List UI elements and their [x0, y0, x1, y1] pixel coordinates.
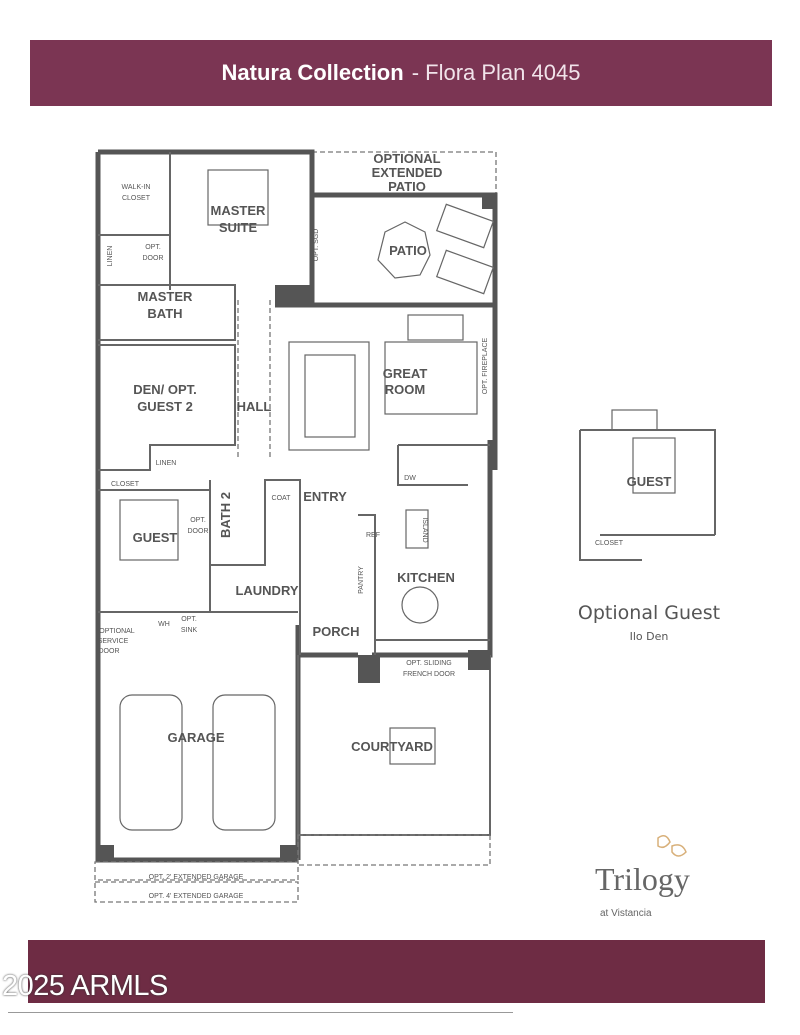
extended-courtyard-outline	[297, 834, 491, 866]
wall-column	[98, 845, 114, 860]
wall-column	[482, 195, 496, 209]
title-banner: Natura Collection - Flora Plan 4045	[30, 40, 772, 106]
label-linen: LINEN	[107, 246, 114, 267]
extended-garage-2-outline	[94, 861, 299, 881]
optional-guest-bed	[632, 437, 676, 494]
room-label-great-room: ROOM	[385, 382, 425, 397]
room-label-guest: GUEST	[133, 530, 178, 545]
room-label-laundry: LAUNDRY	[235, 583, 298, 598]
room-label-great-room: GREAT	[383, 366, 428, 381]
label-french-door: FRENCH DOOR	[403, 671, 455, 678]
master-bed	[207, 169, 269, 226]
extended-garage-4-outline	[94, 881, 299, 903]
hall-opening	[237, 300, 271, 460]
label-island: ISLAND	[421, 517, 428, 542]
label-opt-door: DOOR	[143, 255, 164, 262]
optional-guest-subtitle: Ilo Den	[630, 630, 669, 643]
patio-umbrella-table	[377, 221, 431, 279]
room-label-patio: PATIO	[389, 243, 427, 258]
room-label-garage: GARAGE	[167, 730, 224, 745]
lounge-chair	[435, 203, 495, 249]
trilogy-logo: Trilogy	[595, 861, 690, 897]
collection-title: Natura Collection	[221, 60, 404, 85]
room-label-bath-2: BATH 2	[218, 492, 233, 538]
label-service-door: OPTIONAL	[99, 628, 135, 635]
label-ref: REF	[366, 532, 380, 539]
label-service-door: SERVICE	[98, 638, 129, 645]
room-label-master-bath: MASTER	[138, 289, 194, 304]
dining-table	[304, 354, 356, 438]
room-label-master-suite: SUITE	[219, 220, 258, 235]
living-rug	[384, 341, 478, 415]
wall-column	[280, 845, 298, 860]
optional-guest-room-label: GUEST	[627, 474, 672, 489]
label-walk-in-closet: CLOSET	[122, 195, 151, 202]
trilogy-location: at Vistancia	[600, 908, 652, 919]
label-opt-sink: SINK	[181, 627, 198, 634]
lounge-chair	[435, 249, 495, 295]
room-label-extended-patio: PATIO	[388, 179, 426, 194]
room-label-courtyard: COURTYARD	[351, 739, 433, 754]
interior-walls	[98, 152, 491, 860]
room-label-master-bath: BATH	[147, 306, 182, 321]
divider	[8, 1012, 513, 1013]
label-extended-garage-4: OPT. 4' EXTENDED GARAGE	[149, 893, 244, 900]
room-label-master-suite: MASTER	[211, 203, 267, 218]
room-label-extended-patio: OPTIONAL	[373, 151, 440, 166]
dining-rug	[288, 341, 370, 451]
label-opt-door: OPT.	[190, 517, 206, 524]
room-label-den: DEN/ OPT.	[133, 382, 197, 397]
label-wh: WH	[158, 621, 170, 628]
label-extended-garage-2: OPT. 2' EXTENDED GARAGE	[149, 874, 244, 881]
car-right	[212, 694, 276, 831]
label-opt-sgd: OPT. SGD	[313, 229, 320, 262]
label-opt-door: OPT.	[145, 244, 161, 251]
label-walk-in-closet: WALK-IN	[122, 184, 151, 191]
label-pantry: PANTRY	[358, 566, 365, 594]
plan-title: - Flora Plan 4045	[411, 60, 581, 85]
room-label-entry: ENTRY	[303, 489, 347, 504]
optional-guest-vanity	[611, 409, 658, 431]
room-label-hall: HALL	[237, 399, 272, 414]
courtyard-table	[389, 727, 436, 765]
wall-column	[358, 655, 380, 683]
footer-banner	[28, 940, 765, 1003]
label-opt-sink: OPT.	[181, 616, 197, 623]
label-dw: DW	[404, 475, 416, 482]
label-service-door: DOOR	[99, 648, 120, 655]
watermark: 2025 ARMLS	[2, 970, 168, 1002]
wall-column	[468, 650, 490, 670]
label-opt-fireplace: OPT. FIREPLACE	[482, 337, 489, 394]
room-label-extended-patio: EXTENDED	[372, 165, 443, 180]
label-coat: COAT	[272, 495, 292, 502]
optional-guest-closet-label: CLOSET	[595, 540, 624, 547]
butterfly-logo-icon	[657, 835, 687, 857]
room-label-den: GUEST 2	[137, 399, 193, 414]
label-opt-door: DOOR	[188, 528, 209, 535]
sofa	[407, 314, 464, 341]
kitchen-table	[401, 586, 439, 624]
kitchen-island	[405, 509, 429, 549]
label-french-door: OPT. SLIDING	[406, 660, 452, 667]
wall-column	[275, 285, 313, 307]
room-label-kitchen: KITCHEN	[397, 570, 455, 585]
label-closet: CLOSET	[111, 481, 140, 488]
guest-bed	[119, 499, 179, 561]
car-left	[119, 694, 183, 831]
label-linen: LINEN	[156, 460, 177, 467]
room-label-porch: PORCH	[313, 624, 360, 639]
optional-guest-title: Optional Guest	[578, 602, 720, 624]
